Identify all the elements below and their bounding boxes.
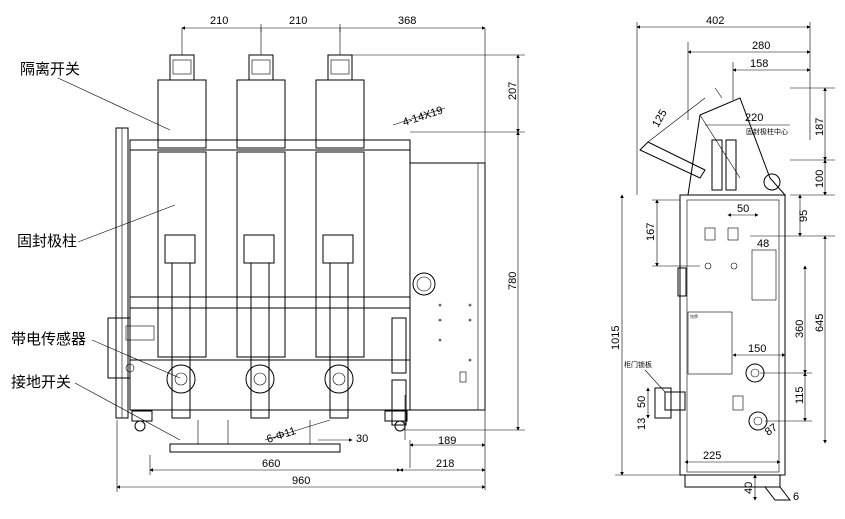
base-plate (169, 443, 341, 453)
label-live-sensor: 带电传感器 (11, 330, 86, 348)
dim-210-left: 210 (210, 15, 228, 27)
side-dim-50-top: 50 (737, 203, 749, 215)
side-dim-13: 13 (636, 418, 648, 430)
side-dim-95: 95 (798, 210, 810, 222)
svg-text:铭牌: 铭牌 (690, 313, 698, 319)
side-dim-48: 48 (757, 238, 769, 250)
dim-960: 960 (292, 475, 310, 487)
indicator-window (412, 272, 436, 296)
side-dim-187: 187 (814, 118, 826, 136)
dim-368: 368 (398, 15, 416, 27)
dim-210-mid: 210 (289, 15, 307, 27)
side-dim-115: 115 (794, 386, 806, 404)
dim-30: 30 (356, 433, 368, 445)
dim-660: 660 (262, 458, 280, 470)
side-dim-645: 645 (814, 314, 826, 332)
side-dim-220: 220 (745, 112, 763, 124)
dim-base-holes: 6-Φ11 (265, 425, 297, 446)
side-dim-167: 167 (645, 223, 657, 241)
side-dim-402: 402 (706, 15, 724, 27)
dim-780: 780 (507, 272, 519, 290)
side-dim-1015: 1015 (610, 326, 622, 350)
label-pole: 固封极柱 (17, 232, 77, 250)
side-dim-225: 225 (703, 450, 721, 462)
dim-218: 218 (436, 458, 454, 470)
side-panel (409, 162, 486, 411)
pole-1 (157, 54, 207, 419)
side-dim-280: 280 (752, 40, 770, 52)
side-dim-100: 100 (814, 170, 826, 188)
dim-207: 207 (507, 82, 519, 100)
dim-189: 189 (438, 435, 456, 447)
pole-3 (315, 54, 365, 419)
side-dim-360: 360 (794, 320, 806, 338)
side-dim-50-left: 50 (636, 396, 648, 408)
label-isolating-switch: 隔离开关 (20, 60, 80, 78)
front-view: 210 210 368 207 780 4-14X19 6-Φ11 30 189… (11, 15, 525, 492)
side-door-lock: 柜门锁板 (624, 360, 652, 369)
side-dim-158: 158 (750, 58, 768, 70)
side-view: 铭牌 402 280 158 125 220 固封极柱中心 (610, 15, 835, 503)
side-pole-center: 固封极柱中心 (746, 127, 788, 136)
pole-2 (236, 54, 286, 419)
side-dim-6: 6 (793, 491, 799, 503)
side-dim-40: 40 (743, 482, 755, 494)
side-dim-150: 150 (748, 343, 766, 355)
dim-holes: 4-14X19 (401, 105, 444, 129)
label-earthing-switch: 接地开关 (11, 373, 71, 391)
side-dim-87: 87 (763, 422, 780, 439)
side-dim-125: 125 (650, 108, 670, 130)
